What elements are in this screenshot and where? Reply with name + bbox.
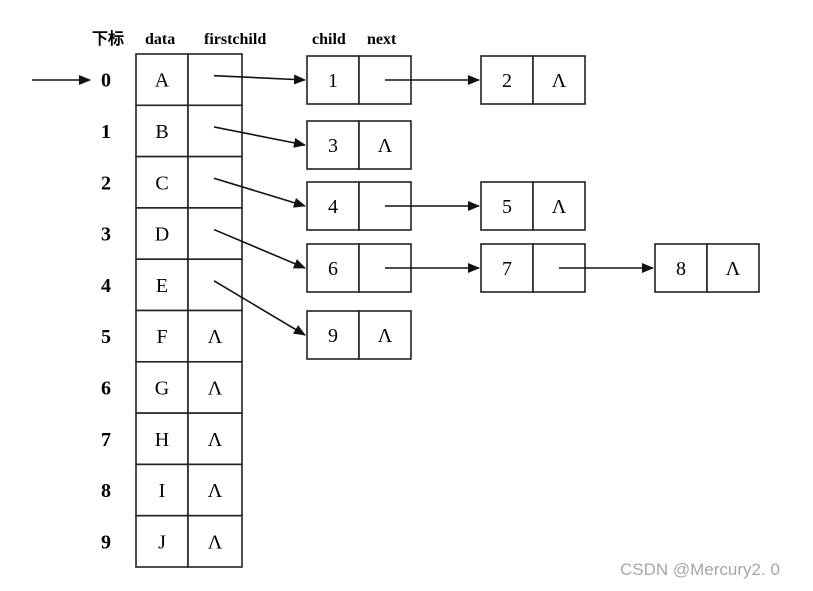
data-value: D [155, 224, 169, 246]
child-value: 1 [328, 70, 338, 92]
data-cell [135, 360, 189, 414]
data-value: H [155, 429, 169, 451]
data-value: I [159, 480, 166, 502]
child-value: 2 [502, 70, 512, 92]
firstchild-cell [187, 207, 243, 260]
firstchild-cell [187, 360, 243, 414]
next-null: Λ [726, 258, 741, 280]
data-value: E [156, 275, 168, 297]
row-index: 7 [101, 429, 111, 451]
row-index: 1 [101, 121, 111, 143]
data-cell [135, 463, 189, 517]
data-cell [135, 514, 189, 568]
next-cell [532, 181, 586, 231]
firstchild-null: Λ [208, 480, 223, 502]
child-value: 8 [676, 258, 686, 280]
header-firstchild: firstchild [204, 31, 266, 48]
firstchild-cell [187, 258, 243, 312]
next-cell [532, 55, 586, 105]
child-cell [306, 181, 360, 231]
data-cell [135, 412, 189, 466]
firstchild-null: Λ [208, 531, 223, 553]
next-cell [706, 243, 760, 293]
firstchild-pointer [213, 280, 306, 336]
row-index: 5 [101, 326, 111, 348]
header-index: 下标 [92, 30, 124, 48]
firstchild-cell [187, 463, 243, 517]
child-value: 7 [502, 258, 512, 280]
next-null: Λ [552, 196, 567, 218]
row-index: 8 [101, 480, 111, 502]
firstchild-pointer [213, 228, 306, 269]
data-value: B [155, 121, 168, 143]
row-index: 2 [101, 172, 111, 194]
firstchild-cell [187, 412, 243, 466]
header-child: child [312, 31, 346, 48]
next-cell [358, 310, 412, 360]
next-null: Λ [378, 325, 393, 347]
child-cell [306, 120, 360, 170]
data-value: F [156, 326, 167, 348]
header-next: next [367, 31, 397, 48]
row-index: 9 [101, 531, 111, 553]
firstchild-null: Λ [208, 429, 223, 451]
firstchild-cell [187, 514, 243, 568]
row-index: 4 [101, 275, 111, 297]
row-index: 3 [101, 224, 111, 246]
firstchild-null: Λ [208, 326, 223, 348]
firstchild-null: Λ [208, 377, 223, 399]
firstchild-cell [187, 309, 243, 363]
data-value: J [158, 531, 166, 553]
watermark: CSDN @Mercury2. 0 [620, 560, 780, 579]
firstchild-cell [187, 155, 243, 209]
child-cell [480, 243, 534, 293]
firstchild-pointer [213, 126, 306, 148]
child-value: 4 [328, 196, 338, 218]
firstchild-pointer [213, 177, 306, 208]
child-cell [480, 55, 534, 105]
header-data: data [145, 31, 175, 48]
firstchild-cell [187, 53, 243, 107]
child-cell [306, 55, 360, 105]
data-value: G [155, 377, 169, 399]
firstchild-pointer [213, 74, 306, 85]
data-value: A [155, 70, 170, 92]
child-value: 6 [328, 258, 338, 280]
child-value: 5 [502, 196, 512, 218]
row-index: 0 [101, 70, 111, 92]
child-cell [306, 310, 360, 360]
child-value: 9 [328, 325, 338, 347]
data-cell [135, 104, 189, 158]
data-value: C [155, 172, 168, 194]
next-null: Λ [378, 135, 393, 157]
child-value: 3 [328, 135, 338, 157]
next-null: Λ [552, 70, 567, 92]
next-cell [358, 120, 412, 170]
row-index: 6 [101, 377, 111, 399]
